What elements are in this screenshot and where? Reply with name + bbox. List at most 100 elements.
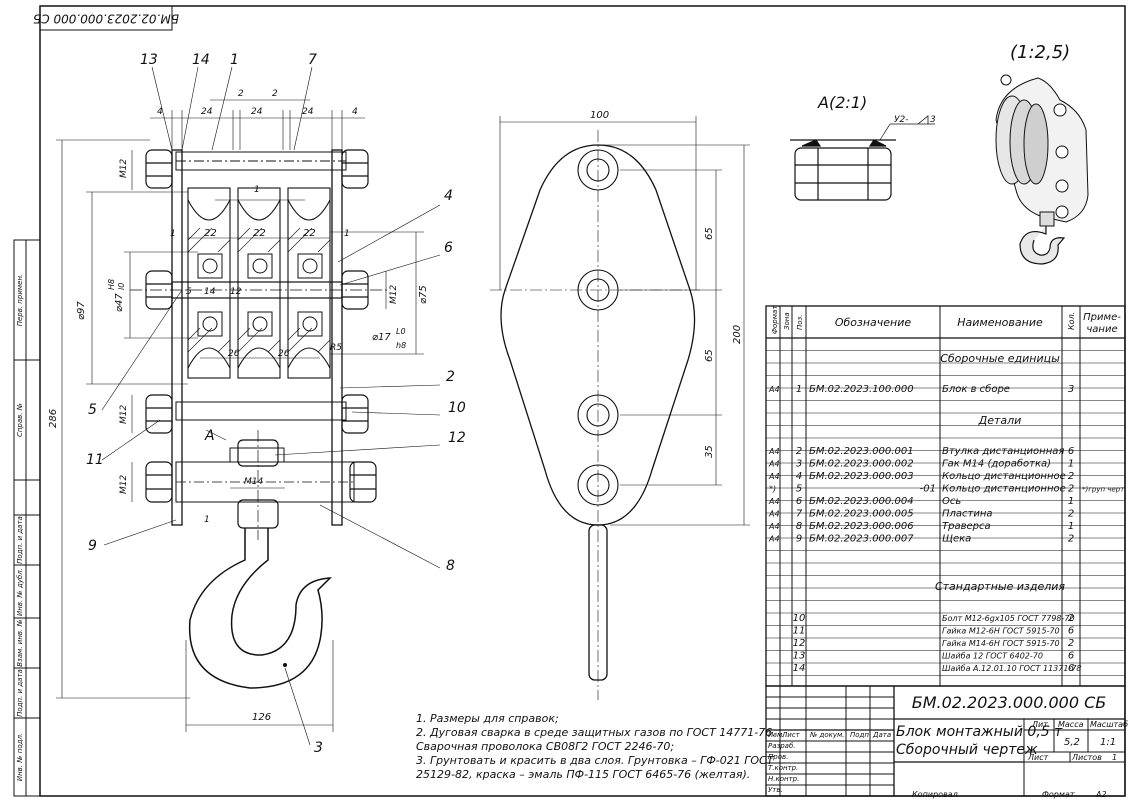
pos-label: 7	[308, 52, 317, 68]
dim: ⌀97	[76, 301, 87, 320]
spec-row-qty: 6	[1068, 446, 1074, 457]
pos-label: 11	[86, 452, 104, 468]
side-label: Взам. инв. №	[16, 619, 24, 667]
spec-row-qty: 1	[1068, 459, 1074, 470]
title-block	[765, 685, 1126, 797]
pos-label: 9	[88, 538, 97, 554]
dim: 24	[251, 107, 263, 117]
pos-label: 13	[140, 52, 158, 68]
copied-label: Копировал	[912, 790, 958, 799]
spec-row-pos: 2	[796, 446, 802, 457]
tb-mass-value: 5,2	[1064, 737, 1080, 748]
side-label: Подп. и дата	[16, 669, 24, 717]
spec-row-format: А4	[768, 522, 780, 531]
spec-row-name: Траверса	[942, 521, 991, 532]
spec-row-format: А4	[768, 385, 780, 394]
spec-row-pos: 5	[796, 484, 802, 495]
tb-col: Лист	[781, 731, 801, 739]
dim: 22	[303, 228, 316, 239]
pos-label: 5	[88, 402, 97, 418]
spec-header-note: чание	[1086, 324, 1117, 335]
spec-row-name: Блок в сборе	[942, 383, 1010, 395]
spec-row-designation: БМ.02.2023.000.001	[809, 446, 914, 457]
tb-col: № докум.	[809, 731, 845, 739]
spec-row-designation: БМ.02.2023.000.003	[809, 471, 914, 482]
spec-row-name: Втулка дистанционная	[942, 446, 1064, 457]
spec-row-qty: 2	[1068, 613, 1074, 624]
spec-header-pos: Поз.	[796, 315, 804, 331]
spec-row-format: *)	[769, 485, 776, 494]
tb-col: Подп.	[850, 731, 871, 739]
spec-row-qty: 3	[1068, 384, 1074, 395]
tb-sheet: Лист	[1027, 753, 1049, 762]
spec-row-qty: 6	[1068, 651, 1074, 662]
note-line: 1. Размеры для справок;	[416, 712, 559, 725]
detail-a	[790, 115, 935, 201]
spec-row-name: Гак М14 (доработка)	[942, 458, 1051, 470]
dim: 26	[228, 349, 240, 359]
dim: 2	[272, 89, 278, 99]
spec-row-qty: 6	[1068, 626, 1074, 637]
tb-sheets: Листов	[1071, 753, 1102, 762]
dim: h8	[396, 341, 406, 350]
tb-row: Разраб.	[768, 742, 796, 750]
tb-row: Утв.	[768, 786, 783, 794]
dim: 22	[253, 228, 266, 239]
spec-row-name: Ось	[942, 496, 961, 507]
spec-row-pos: 4	[796, 471, 802, 482]
spec-header-qty: Кол.	[1067, 312, 1076, 330]
spec-header-name: Наименование	[957, 316, 1043, 329]
spec-row-designation: БМ.02.2023.000.002	[809, 459, 914, 470]
spec-row-note: *)груп черт.	[1082, 486, 1127, 494]
tb-scale-value: 1:1	[1100, 737, 1116, 748]
dim: 5	[186, 287, 192, 297]
tb-col: Изм.	[768, 731, 784, 739]
spec-row-qty: 6	[1068, 663, 1074, 674]
spec-row-name: Кольцо дистанционное	[942, 471, 1066, 482]
format-label: Формат	[1042, 790, 1075, 799]
front-view	[56, 66, 441, 746]
dim: H8	[107, 279, 116, 290]
dim: ⌀17	[372, 332, 391, 343]
weld-symbol: У2-	[894, 115, 908, 125]
front-view-labels: 13 14 1 7 4 6 5 11 10 12 9 8 2 3 4 24 24…	[48, 52, 466, 756]
dim: 35	[704, 445, 715, 458]
format-value: А2	[1095, 790, 1107, 799]
spec-row-designation: БМ.02.2023.000.004	[809, 496, 914, 507]
view-mark: A	[204, 428, 215, 444]
spec-row-designation: БМ.02.2023.000.006	[809, 521, 914, 532]
dim: 2	[238, 89, 244, 99]
dim: 1	[204, 515, 210, 525]
spec-row-format: А4	[768, 460, 780, 469]
spec-row-pos: 12	[793, 638, 806, 649]
dim: 65	[704, 227, 715, 240]
dim: 1	[344, 229, 350, 239]
spec-header-zone: Зона	[783, 312, 791, 330]
spec-row-pos: 11	[793, 626, 806, 637]
spec-row-pos: 3	[796, 459, 802, 470]
spec-row-lines	[766, 350, 1125, 676]
dim: 65	[704, 349, 715, 362]
side-label: Подп. и дата	[16, 516, 24, 564]
dim: 24	[302, 107, 314, 117]
note-line: 2. Дуговая сварка в среде защитных газов…	[416, 726, 776, 739]
dim: 200	[732, 325, 743, 344]
notes: 1. Размеры для справок; 2. Дуговая сварк…	[416, 712, 776, 781]
spec-row-qty: 1	[1068, 521, 1074, 532]
spec-row-name: Щека	[942, 534, 971, 545]
spec-header-format: Формат	[771, 305, 779, 334]
spec-row-pos: 1	[796, 384, 802, 395]
iso-view	[995, 74, 1089, 265]
dim: 26	[278, 349, 290, 359]
dim: 4	[157, 107, 163, 117]
dim: 14	[204, 287, 216, 297]
tb-lit: Лит.	[1031, 720, 1050, 729]
note-line: 3. Грунтовать и красить в два слоя. Грун…	[416, 754, 775, 767]
spec-row-pos: 9	[796, 534, 802, 545]
spec-row-qty: 2	[1068, 638, 1074, 649]
side-labels: Перв. примен. Справ. № Подп. и дата Инв.…	[16, 274, 24, 781]
spec-row-designation: БМ.02.2023.000.005	[809, 509, 914, 520]
